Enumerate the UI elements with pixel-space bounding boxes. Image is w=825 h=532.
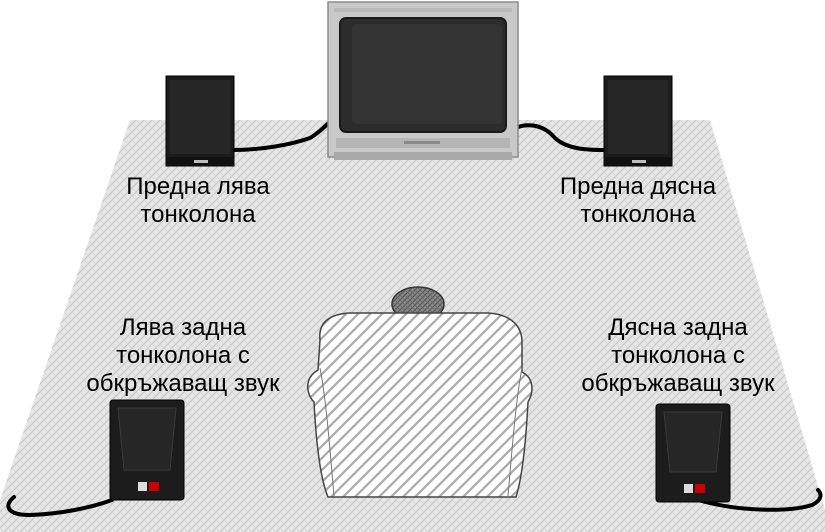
rear-right-label-line3: обкръжаващ звук (550, 370, 806, 398)
rear-left-label-line2: тонколона с (55, 342, 311, 370)
rear-left-speaker-icon (110, 400, 184, 500)
front-right-speaker-label: Предна дясна тонколона (553, 173, 723, 229)
rear-left-label-line1: Лява задна (55, 314, 311, 342)
front-right-label-line2: тонколона (553, 201, 723, 229)
armchair-icon (308, 313, 532, 497)
front-left-label-line1: Предна лява (118, 173, 278, 201)
rear-left-speaker-label: Лява задна тонколона с обкръжаващ звук (55, 314, 311, 398)
front-left-label-line2: тонколона (118, 201, 278, 229)
rear-right-speaker-icon (656, 404, 730, 502)
rear-left-label-line3: обкръжаващ звук (55, 370, 311, 398)
front-left-speaker-icon (166, 76, 234, 166)
rear-right-label-line2: тонколона с (550, 342, 806, 370)
front-right-label-line1: Предна дясна (553, 173, 723, 201)
rear-right-label-line1: Дясна задна (550, 314, 806, 342)
rear-right-speaker-label: Дясна задна тонколона с обкръжаващ звук (550, 314, 806, 398)
tv-icon (328, 2, 518, 160)
front-left-speaker-label: Предна лява тонколона (118, 173, 278, 229)
front-right-speaker-icon (604, 76, 672, 166)
